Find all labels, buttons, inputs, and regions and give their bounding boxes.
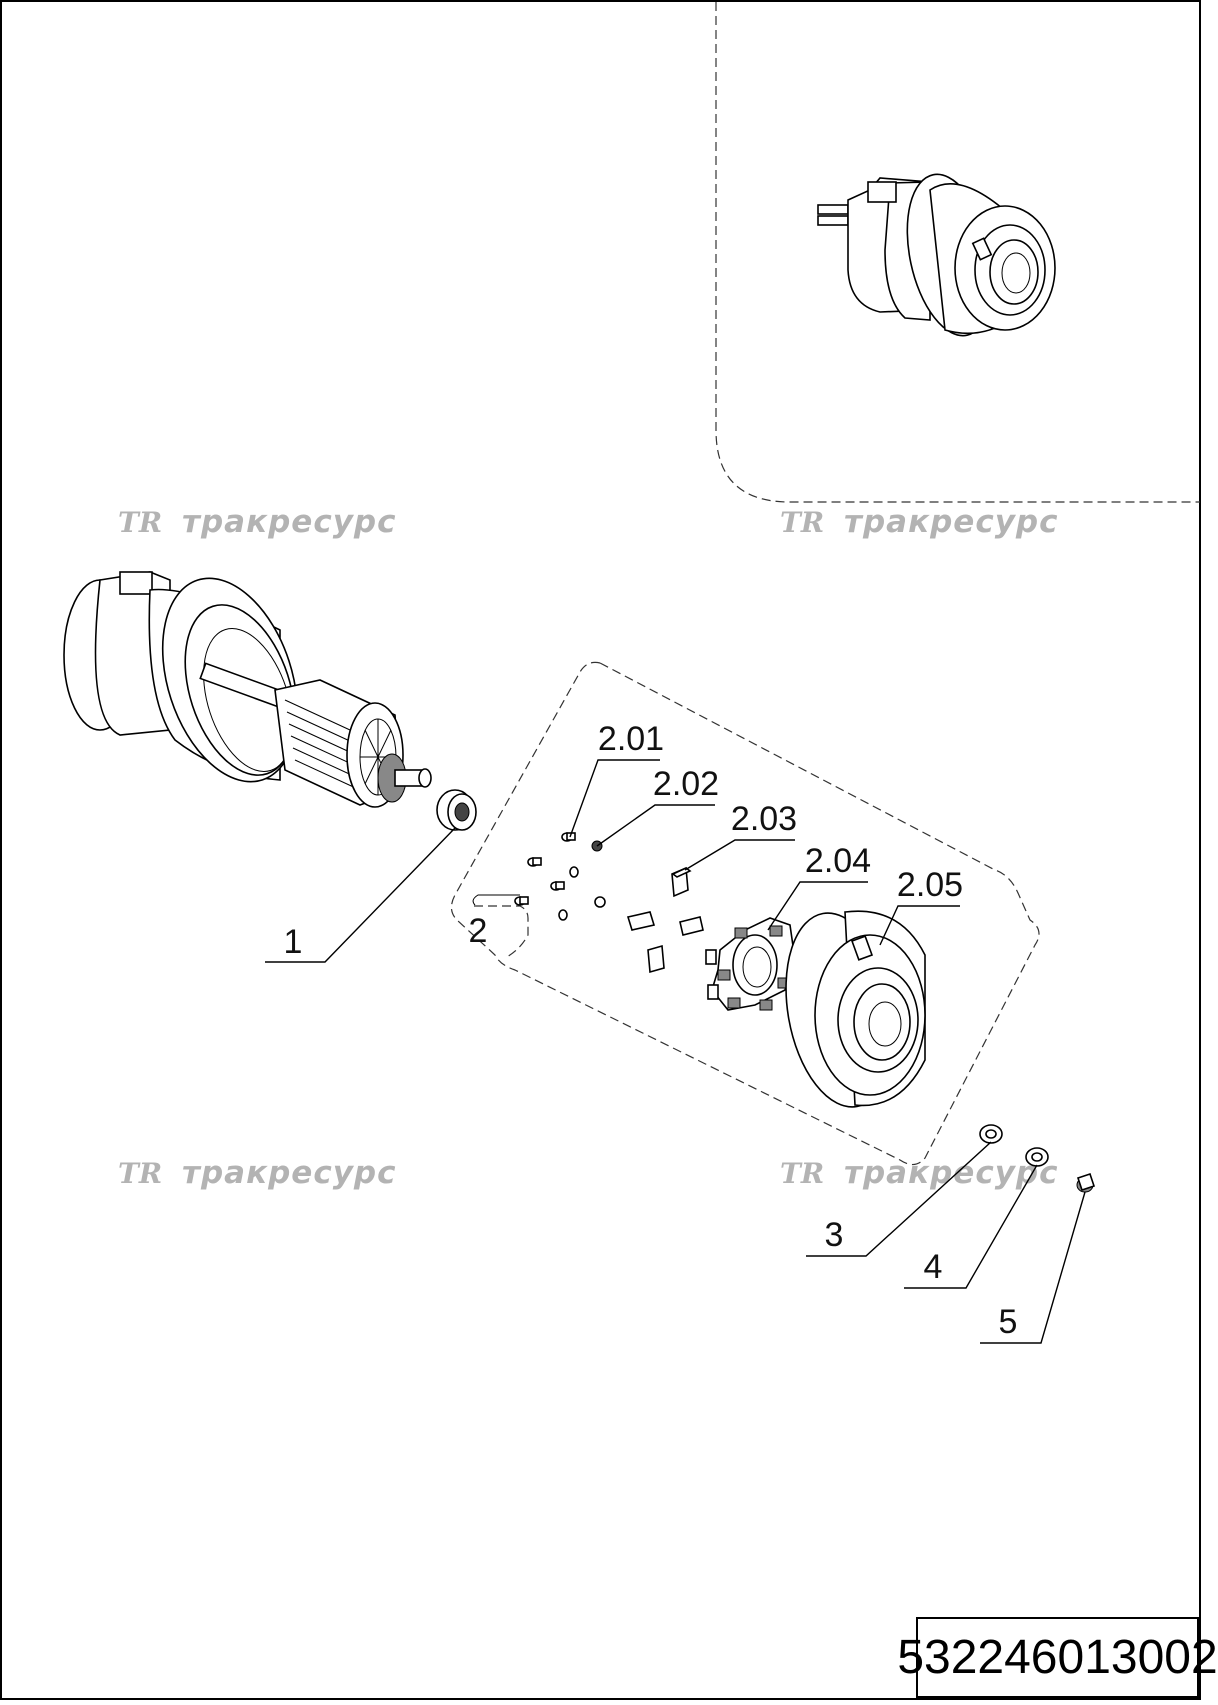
watermark-top-right: TR тракресурс [780,504,1058,540]
watermark-logo: TR [118,506,162,539]
leader-3 [806,1141,992,1257]
flat-washer [979,1124,1003,1144]
callout-2-04: 2.04 [805,842,871,880]
watermark-logo: TR [118,1157,162,1190]
watermark-text: тракресурс [182,504,396,540]
assembled-view-boundary [715,2,1200,503]
watermark-text: тракресурс [182,1155,396,1191]
watermark-top-left: TR тракресурс [118,504,396,540]
leader-2-01 [569,759,660,838]
nut [1076,1172,1096,1193]
callout-2-01: 2.01 [598,720,664,758]
group-2-tab [472,894,520,906]
watermark-bottom-right: TR тракресурс [780,1155,1058,1191]
watermark-logo: TR [780,1157,824,1190]
callout-1: 1 [284,923,303,961]
callout-2-05: 2.05 [897,866,963,904]
callout-4: 4 [924,1248,943,1286]
leader-4 [904,1164,1038,1289]
bearing [436,789,477,831]
watermark-text: тракресурс [844,504,1058,540]
lock-washer [1025,1147,1049,1167]
drawing-number: 532246013002 [897,1631,1218,1684]
end-cover [785,910,926,1108]
watermark-logo: TR [780,506,824,539]
watermark-text: тракресурс [844,1155,1058,1191]
callout-2-03: 2.03 [731,800,797,838]
leader-5 [980,1191,1086,1344]
leader-1 [265,827,456,963]
screws [514,832,576,906]
leader-2-03 [684,839,795,871]
callout-3: 3 [825,1216,844,1254]
leader-2-04 [767,881,868,931]
starter-housing-assembly [63,571,432,808]
spring-washers [558,840,606,921]
carbon-brushes [626,866,704,974]
leader-2-02 [596,804,715,847]
assembled-starter-motor [817,173,1056,337]
watermark-bottom-left: TR тракресурс [118,1155,396,1191]
brush-holder-plate [705,917,796,1011]
leader-2-05 [879,905,960,946]
drawing-number-box: 532246013002 [897,1617,1218,1698]
group-2-boundary [450,661,1040,1166]
callout-2: 2 [469,912,488,950]
callout-5: 5 [999,1303,1018,1341]
callout-2-02: 2.02 [653,765,719,803]
